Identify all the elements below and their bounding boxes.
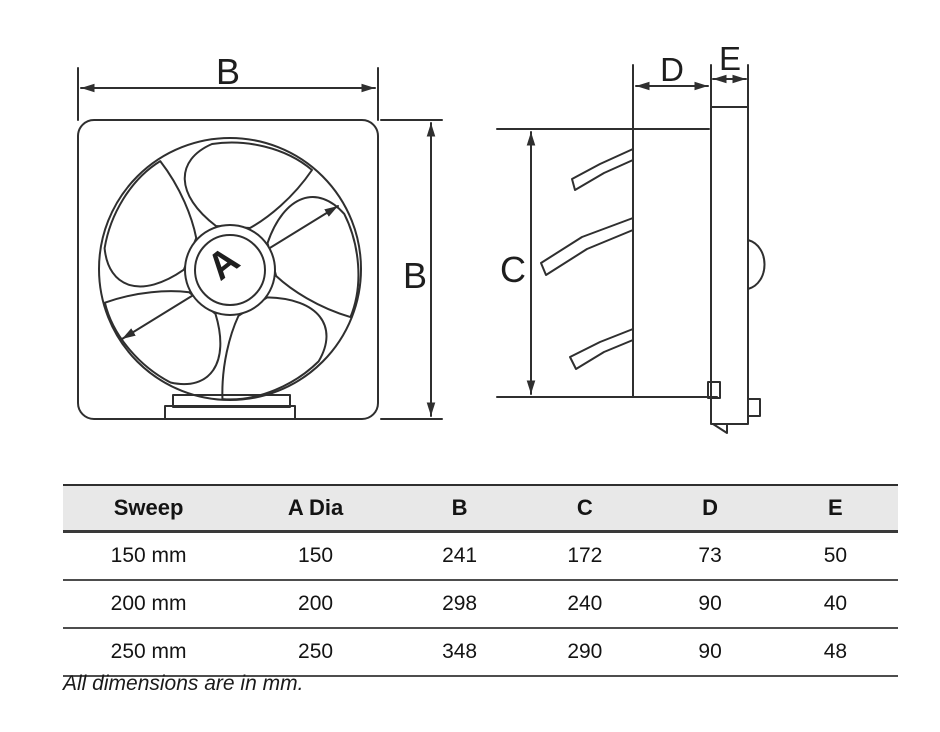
col-header-a-dia: A Dia xyxy=(234,484,397,533)
cell-b: 241 xyxy=(396,531,523,581)
technical-drawing: A B B xyxy=(77,40,766,434)
front-view: A B B xyxy=(77,51,443,420)
fan-base-lower xyxy=(164,405,296,420)
cell-sweep: 150 mm xyxy=(63,531,235,581)
cell-b: 298 xyxy=(396,580,523,629)
cell-a-dia: 150 xyxy=(234,531,397,581)
col-header-b: B xyxy=(396,484,523,533)
col-header-d: D xyxy=(647,484,773,533)
dimension-height-b: B xyxy=(380,119,443,420)
col-header-sweep: Sweep xyxy=(63,484,235,533)
dim-label-c: C xyxy=(500,249,526,290)
cell-c: 240 xyxy=(522,580,648,629)
cell-sweep: 200 mm xyxy=(63,580,235,629)
cell-a-dia: 200 xyxy=(234,580,397,629)
col-header-c: C xyxy=(522,484,648,533)
dim-label-e: E xyxy=(719,40,741,77)
panel-tab xyxy=(747,398,761,417)
dim-label-d: D xyxy=(660,51,684,88)
panel-notch xyxy=(707,381,721,399)
panel-foot-wedge xyxy=(712,423,728,434)
units-footnote: All dimensions are in mm. xyxy=(63,672,304,695)
dim-label-b-top: B xyxy=(216,51,240,92)
dimension-depth-d: D xyxy=(635,51,709,91)
motor-housing-arc xyxy=(747,239,766,290)
side-blade xyxy=(569,328,634,370)
cell-a-dia: 250 xyxy=(234,628,397,677)
table-header-row: Sweep A Dia B C D E xyxy=(63,484,898,533)
cell-e: 50 xyxy=(772,531,898,581)
cell-d: 90 xyxy=(647,580,773,629)
cell-c: 290 xyxy=(522,628,648,677)
table-row: 150 mm 150 241 172 73 50 xyxy=(63,531,898,581)
dim-label-b-right: B xyxy=(403,255,427,296)
dimensions-table: Sweep A Dia B C D E 150 mm 150 241 172 7… xyxy=(63,484,898,677)
col-header-e: E xyxy=(772,484,898,533)
fan-hub-inner xyxy=(194,234,266,306)
cell-c: 172 xyxy=(522,531,648,581)
dimension-frame-e: E xyxy=(710,40,749,108)
cell-e: 48 xyxy=(772,628,898,677)
table-row: 200 mm 200 298 240 90 40 xyxy=(63,580,898,629)
dimension-height-c: C xyxy=(500,131,536,395)
cell-e: 40 xyxy=(772,580,898,629)
side-blades xyxy=(540,148,634,370)
mounting-panel xyxy=(710,106,749,425)
cell-d: 73 xyxy=(647,531,773,581)
side-blade xyxy=(540,217,634,276)
side-view: C D E xyxy=(496,40,766,434)
dimension-width-b: B xyxy=(77,51,379,121)
table-row: 250 mm 250 348 290 90 48 xyxy=(63,628,898,677)
cell-b: 348 xyxy=(396,628,523,677)
side-blade xyxy=(571,148,634,191)
cell-d: 90 xyxy=(647,628,773,677)
dimensions-table-wrap: Sweep A Dia B C D E 150 mm 150 241 172 7… xyxy=(63,484,898,677)
cell-sweep: 250 mm xyxy=(63,628,235,677)
fan-blade xyxy=(183,141,313,229)
